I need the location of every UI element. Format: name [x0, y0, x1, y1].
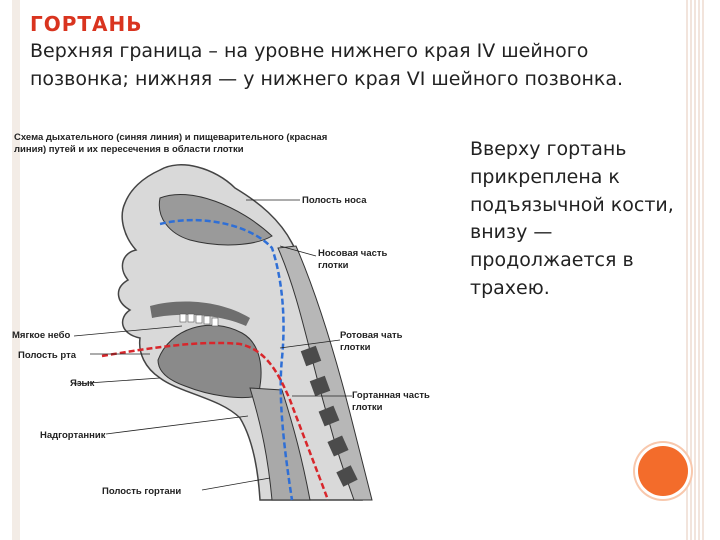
side-description: Вверху гортань прикреплена к подъязычной…	[470, 136, 680, 303]
label-nasal-cavity: Полость носа	[302, 195, 367, 206]
slide-title: ГОРТАНЬ	[30, 12, 143, 36]
label-nasopharynx-line1: Носовая часть	[318, 248, 388, 259]
label-soft-palate: Мягкое небо	[12, 330, 71, 341]
label-laryngopharynx-line1: Гортанная часть	[352, 390, 430, 401]
label-oropharynx-line2: глотки	[340, 342, 371, 353]
pharynx-diagram: Схема дыхательного (синяя линия) и пищев…	[10, 128, 462, 508]
label-larynx-cavity: Полость гортани	[102, 486, 181, 497]
label-epiglottis: Надгортанник	[40, 430, 106, 441]
accent-circle	[638, 446, 688, 496]
label-tongue: Язык	[70, 378, 95, 389]
label-laryngopharynx-line2: глотки	[352, 402, 383, 413]
slide-subtitle: Верхняя граница – на уровне нижнего края…	[30, 38, 670, 93]
label-oropharynx-line1: Ротовая чать	[340, 330, 403, 341]
figure-caption-line1: Схема дыхательного (синяя линия) и пищев…	[14, 132, 327, 143]
right-decorative-stripes	[686, 0, 706, 540]
figure-caption-line2: линия) путей и их пересечения в области …	[14, 144, 244, 155]
label-oral-cavity: Полость рта	[18, 350, 77, 361]
label-nasopharynx-line2: глотки	[318, 260, 349, 271]
